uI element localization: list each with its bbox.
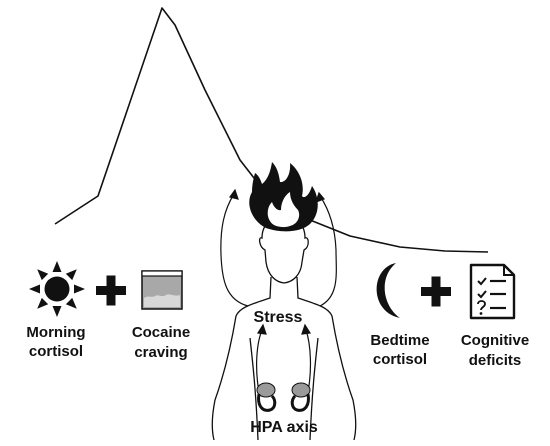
- adrenal-arrows: [256, 323, 312, 393]
- checklist-icon: [469, 263, 516, 320]
- hpa-axis-label: HPA axis: [250, 419, 318, 436]
- bedtime-cortisol-label-line2: cortisol: [373, 351, 427, 368]
- human-body-outline: [211, 215, 357, 441]
- cognitive-deficits-label-line2: deficits: [469, 352, 522, 369]
- cocaine-craving-label-line1: Cocaine: [132, 324, 190, 341]
- plus-icon: [96, 275, 126, 306]
- plus-icon: [421, 276, 451, 307]
- cognitive-deficits-label-line1: Cognitive: [461, 332, 529, 349]
- sun-icon: [29, 261, 85, 317]
- morning-cortisol-label-line1: Morning: [26, 324, 85, 341]
- bedtime-cortisol-label-line1: Bedtime: [370, 332, 429, 349]
- morning-cortisol-label-line2: cortisol: [29, 343, 83, 360]
- flame-icon: [249, 162, 318, 232]
- cocaine-bag-icon: [141, 270, 183, 310]
- cocaine-craving-label-line2: craving: [134, 344, 187, 361]
- crescent-moon-icon: [376, 263, 400, 318]
- adrenal-gland-icon: [256, 382, 311, 412]
- stress-label: Stress: [254, 309, 303, 326]
- hpa-feedback-arrows: [220, 188, 337, 307]
